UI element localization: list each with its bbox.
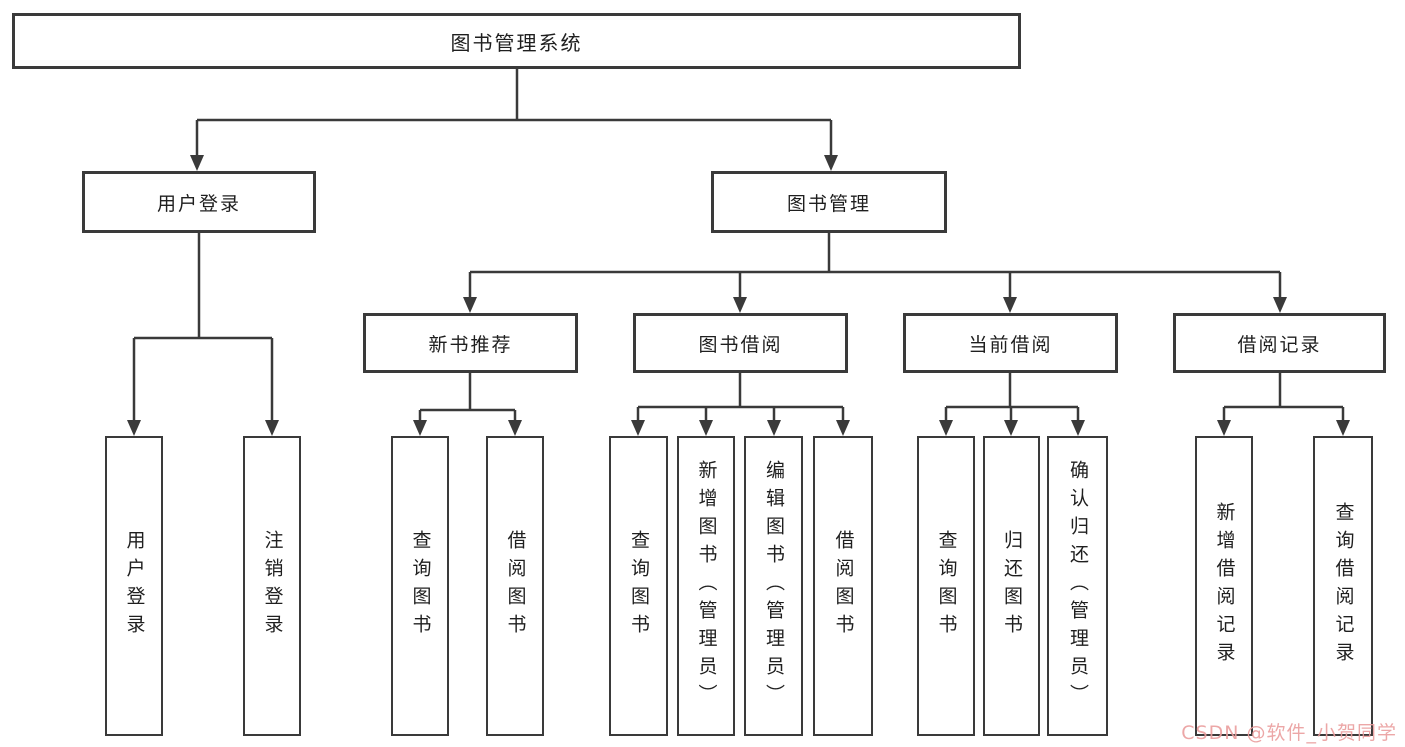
node-borrow-record: 借阅记录 [1173, 313, 1386, 373]
leaf-label: 查询图书 [627, 530, 650, 642]
leaf-label: 查询图书 [935, 530, 958, 642]
node-root-system: 图书管理系统 [12, 13, 1021, 69]
csdn-watermark: CSDN @软件_小贺同学 [1181, 722, 1397, 744]
leaf-label: 新增图书（管理员） [695, 460, 718, 712]
leaf-edit-book-admin: 编辑图书（管理员） [744, 436, 803, 736]
leaf-label: 借阅图书 [832, 530, 855, 642]
leaf-label: 查询借阅记录 [1332, 502, 1355, 670]
leaf-label: 归还图书 [1000, 530, 1023, 642]
leaf-label: 新增借阅记录 [1213, 502, 1236, 670]
leaf-label: 编辑图书（管理员） [762, 460, 785, 712]
leaf-add-book-admin: 新增图书（管理员） [677, 436, 735, 736]
node-book-management: 图书管理 [711, 171, 947, 233]
leaf-label: 注销登录 [261, 530, 284, 642]
node-user-login: 用户登录 [82, 171, 316, 233]
leaf-borrow-book-2: 借阅图书 [813, 436, 873, 736]
leaf-query-borrow-record: 查询借阅记录 [1313, 436, 1373, 736]
leaf-logout: 注销登录 [243, 436, 301, 736]
leaf-confirm-return-admin: 确认归还（管理员） [1047, 436, 1108, 736]
leaf-label: 借阅图书 [504, 530, 527, 642]
leaf-query-book-1: 查询图书 [391, 436, 449, 736]
node-current-borrow: 当前借阅 [903, 313, 1118, 373]
leaf-user-login: 用户登录 [105, 436, 163, 736]
leaf-label: 查询图书 [409, 530, 432, 642]
leaf-label: 用户登录 [123, 530, 146, 642]
leaf-borrow-book-1: 借阅图书 [486, 436, 544, 736]
leaf-label: 确认归还（管理员） [1066, 460, 1089, 712]
node-book-borrow: 图书借阅 [633, 313, 848, 373]
leaf-return-book: 归还图书 [983, 436, 1040, 736]
leaf-query-book-2: 查询图书 [609, 436, 668, 736]
leaf-add-borrow-record: 新增借阅记录 [1195, 436, 1253, 736]
node-new-book-recommend: 新书推荐 [363, 313, 578, 373]
leaf-query-book-3: 查询图书 [917, 436, 975, 736]
